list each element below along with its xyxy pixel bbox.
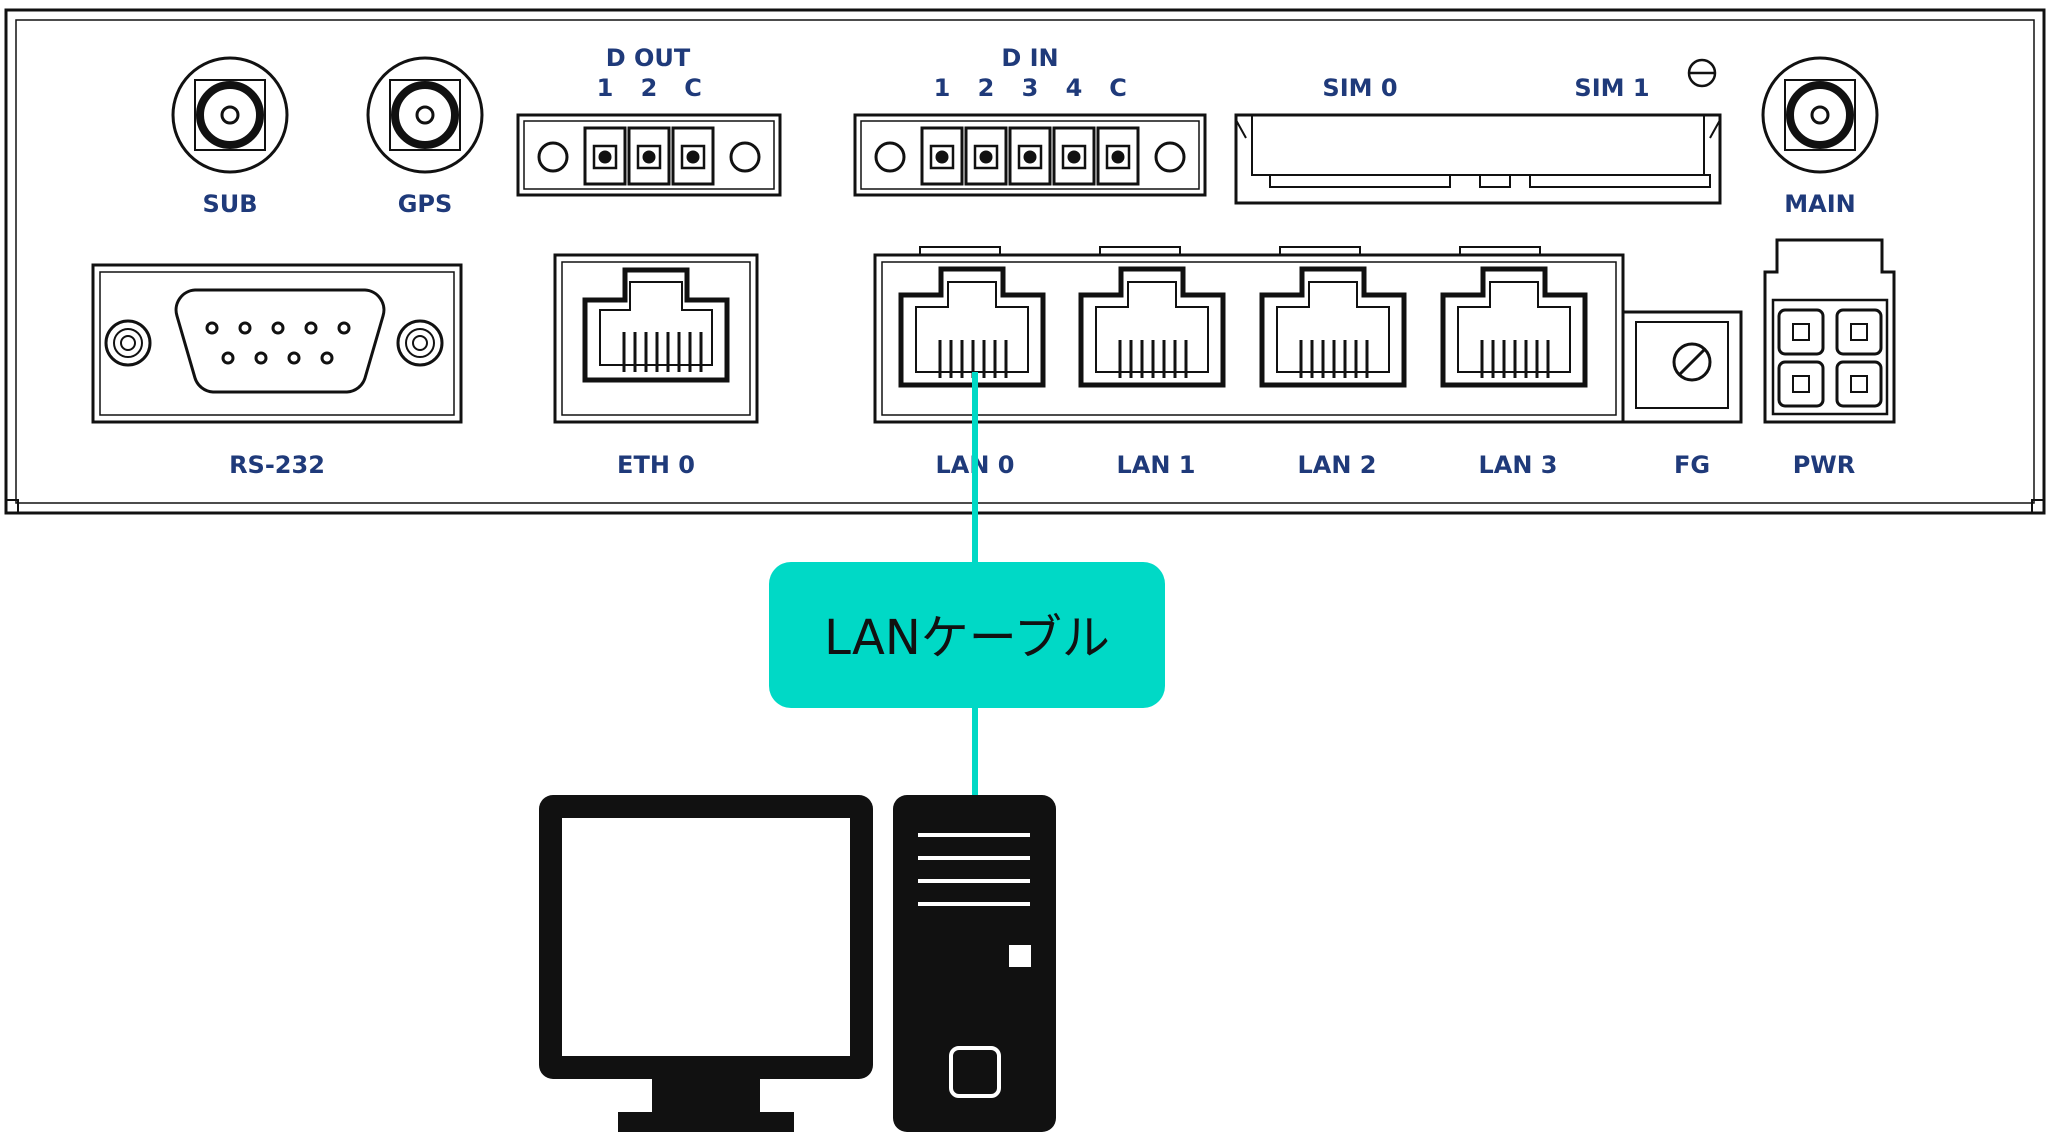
din-pin-label: 3 xyxy=(1022,74,1039,102)
lan-cable-callout: LANケーブル xyxy=(769,562,1165,708)
sim1-label: SIM 1 xyxy=(1574,74,1649,102)
main-antenna-label: MAIN xyxy=(1784,190,1855,218)
sim-slot-tray xyxy=(1234,58,1722,205)
lan2-rj45-port xyxy=(1259,266,1407,388)
din-title: D IN xyxy=(1001,44,1058,72)
din-pin-label: 4 xyxy=(1066,74,1083,102)
gps-antenna-label: GPS xyxy=(398,190,453,218)
lan-cable-callout-label: LANケーブル xyxy=(824,610,1110,666)
chassis-inner-edge xyxy=(15,19,2035,504)
lan0-rj45-port xyxy=(898,266,1046,388)
dout-title: D OUT xyxy=(606,44,691,72)
dout-pin-label: C xyxy=(684,74,702,102)
pwr-power-connector xyxy=(1763,238,1896,424)
rs232-db9-connector xyxy=(91,263,463,424)
lan2-label: LAN 2 xyxy=(1297,451,1376,479)
lan3-label: LAN 3 xyxy=(1478,451,1557,479)
pwr-label: PWR xyxy=(1793,451,1856,479)
lan1-label: LAN 1 xyxy=(1116,451,1195,479)
dout-pin-label: 1 xyxy=(597,74,614,102)
rs232-label: RS-232 xyxy=(229,451,325,479)
sub-antenna-connector xyxy=(171,56,289,174)
gps-antenna-connector xyxy=(366,56,484,174)
lan-port-block xyxy=(873,246,1625,424)
device-chassis xyxy=(4,8,2046,515)
dout-pin-label: 2 xyxy=(641,74,658,102)
main-antenna-connector xyxy=(1761,56,1879,174)
din-pin-label: 2 xyxy=(978,74,995,102)
sim0-label: SIM 0 xyxy=(1322,74,1397,102)
din-terminal-block xyxy=(853,113,1207,197)
din-pin-label: C xyxy=(1109,74,1127,102)
computer-icon xyxy=(539,795,1056,1132)
eth0-label: ETH 0 xyxy=(617,451,695,479)
dout-terminal-block xyxy=(516,113,782,197)
device-front-panel xyxy=(4,8,2046,515)
eth0-rj45-port xyxy=(553,253,759,424)
fg-ground-terminal xyxy=(1621,310,1743,424)
sub-antenna-label: SUB xyxy=(202,190,257,218)
din-pin-label: 1 xyxy=(934,74,951,102)
lan1-rj45-port xyxy=(1078,266,1226,388)
fg-label: FG xyxy=(1674,451,1710,479)
lan3-rj45-port xyxy=(1440,266,1588,388)
